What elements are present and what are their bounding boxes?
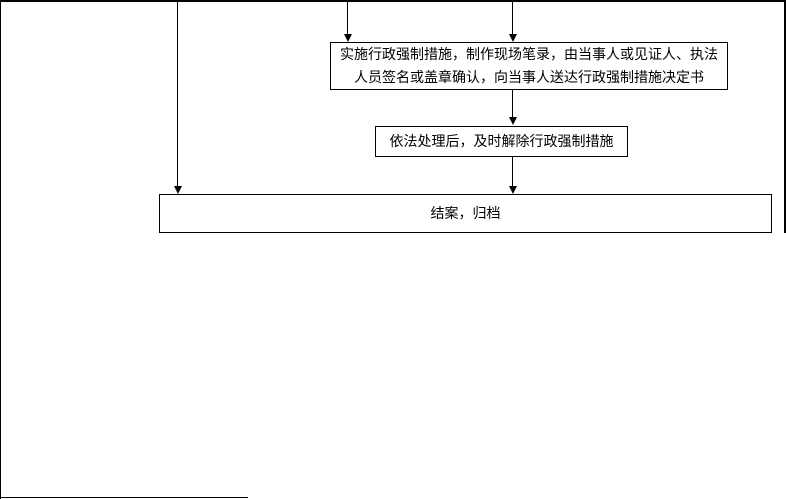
arrow-down-icon: [174, 186, 182, 194]
page-border-right: [784, 0, 786, 233]
node-release-measures-label: 依法处理后，及时解除行政强制措施: [389, 133, 614, 149]
arrow-down-icon: [509, 117, 517, 125]
arrow-line-release-to-close: [512, 157, 513, 187]
node-close-case-label: 结案，归档: [430, 205, 501, 221]
node-release-measures: 依法处理后，及时解除行政强制措施: [375, 126, 628, 157]
page-border-bottom: [0, 497, 248, 498]
page-border-left: [0, 0, 1, 499]
arrow-line-top-to-enforce-left: [347, 0, 348, 35]
node-enforce-measures-line2: 人员签名或盖章确认，向当事人送达行政强制措施决定书: [354, 69, 704, 85]
page-border-top: [0, 0, 786, 2]
arrow-line-topleft-to-close: [177, 0, 178, 187]
node-enforce-measures-line1: 实施行政强制措施，制作现场笔录，由当事人或见证人、执法: [340, 46, 718, 62]
node-close-case: 结案，归档: [159, 194, 772, 233]
arrow-line-top-to-enforce-right: [512, 0, 513, 35]
arrow-line-enforce-to-release: [512, 90, 513, 118]
node-enforce-measures: 实施行政强制措施，制作现场笔录，由当事人或见证人、执法 人员签名或盖章确认，向当…: [330, 42, 728, 90]
arrow-down-icon: [344, 34, 352, 42]
arrow-down-icon: [509, 34, 517, 42]
arrow-down-icon: [509, 186, 517, 194]
